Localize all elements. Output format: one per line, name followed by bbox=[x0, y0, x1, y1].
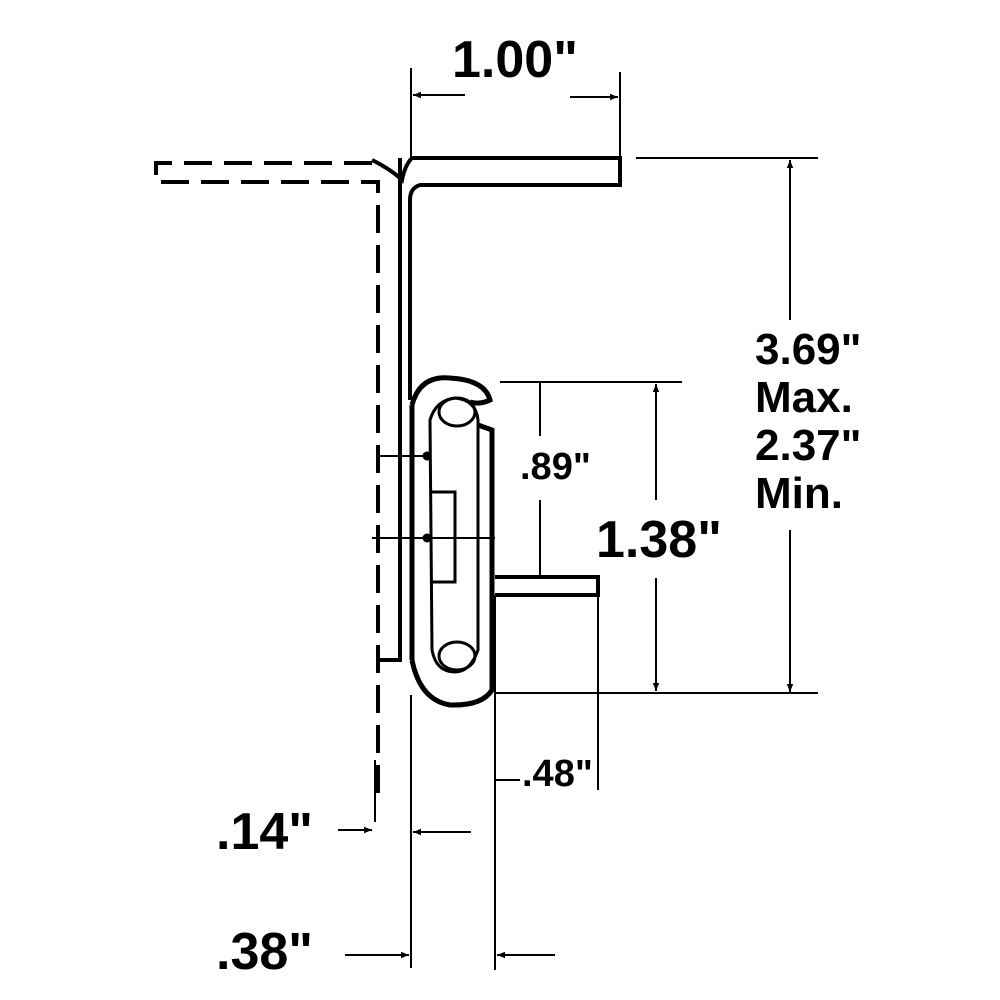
bracket-flange bbox=[371, 156, 622, 662]
dim-slide-thickness-label: .38" bbox=[216, 923, 313, 981]
dim-dashed-offset-label: .14" bbox=[216, 803, 313, 861]
dim-roller-spacing-label: .89" bbox=[520, 446, 591, 488]
dim-max-height-label: 3.69" bbox=[755, 325, 862, 374]
dim-min-caption: Min. bbox=[755, 469, 843, 518]
slide-profile bbox=[372, 375, 600, 970]
dim-center-height-label: 1.38" bbox=[596, 511, 722, 569]
dim-top-width-label: 1.00" bbox=[452, 31, 578, 89]
dim-min-height-label: 2.37" bbox=[755, 421, 862, 470]
dim-flange-offset-label: .48" bbox=[522, 753, 593, 795]
dimension-lines bbox=[338, 68, 818, 968]
dashed-cabinet-outline bbox=[154, 161, 380, 805]
dim-max-caption: Max. bbox=[755, 373, 853, 422]
